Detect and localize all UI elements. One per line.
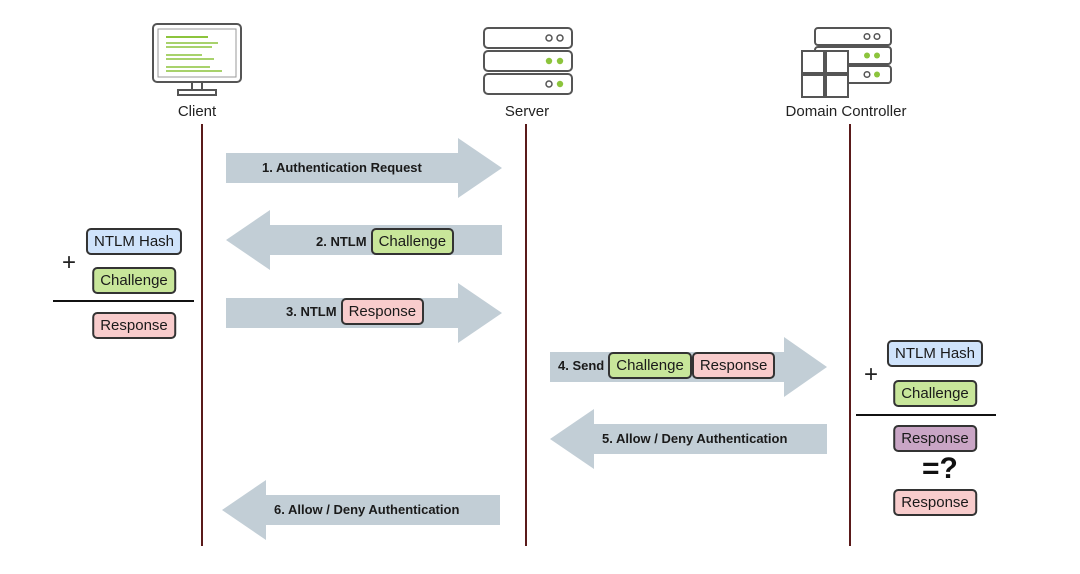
dc-received-response-pill: Response bbox=[893, 489, 977, 516]
domain-controller-icon bbox=[801, 27, 892, 98]
domain-controller-label: Domain Controller bbox=[785, 103, 907, 120]
message-1-label: 1. Authentication Request bbox=[262, 160, 422, 175]
message-5-arrow: 5. Allow / Deny Authentication bbox=[550, 409, 827, 469]
client-label: Client bbox=[177, 103, 217, 120]
message-4-arrow: 4. Send Challenge Response bbox=[550, 337, 827, 397]
message-2-prefix: 2. NTLM bbox=[316, 234, 367, 249]
client-challenge-pill: Challenge bbox=[92, 267, 176, 294]
dc-computed-response-pill: Response bbox=[893, 425, 977, 452]
server-lifeline bbox=[525, 124, 527, 546]
client-lifeline bbox=[201, 124, 203, 546]
server-label: Server bbox=[504, 103, 550, 120]
message-3-prefix: 3. NTLM bbox=[286, 304, 337, 319]
message-3-response-pill: Response bbox=[340, 298, 425, 325]
dc-challenge-pill: Challenge bbox=[893, 380, 977, 407]
message-6-arrow: 6. Allow / Deny Authentication bbox=[222, 480, 500, 540]
message-4-prefix: 4. Send bbox=[558, 358, 605, 373]
message-1-arrow: 1. Authentication Request bbox=[226, 138, 502, 198]
message-2-arrow: 2. NTLM Challenge bbox=[226, 210, 502, 270]
message-3-arrow: 3. NTLM Response bbox=[226, 283, 502, 343]
client-ntlm-hash-pill: NTLM Hash bbox=[85, 228, 183, 255]
client-divider bbox=[53, 300, 194, 302]
message-4-response-pill: Response bbox=[691, 352, 776, 379]
client-response-pill: Response bbox=[92, 312, 176, 339]
dc-divider bbox=[856, 414, 996, 416]
monitor-icon bbox=[152, 23, 242, 96]
client-plus-sign: + bbox=[62, 249, 77, 276]
server-rack-icon bbox=[483, 27, 573, 95]
message-5-label: 5. Allow / Deny Authentication bbox=[602, 431, 788, 446]
domain-controller-lifeline bbox=[849, 124, 851, 546]
dc-ntlm-hash-pill: NTLM Hash bbox=[886, 340, 984, 367]
compare-equals-question: =? bbox=[922, 452, 958, 485]
message-2-challenge-pill: Challenge bbox=[370, 228, 455, 255]
dc-plus-sign: + bbox=[864, 361, 879, 388]
message-4-challenge-pill: Challenge bbox=[608, 352, 692, 379]
message-6-label: 6. Allow / Deny Authentication bbox=[274, 502, 460, 517]
